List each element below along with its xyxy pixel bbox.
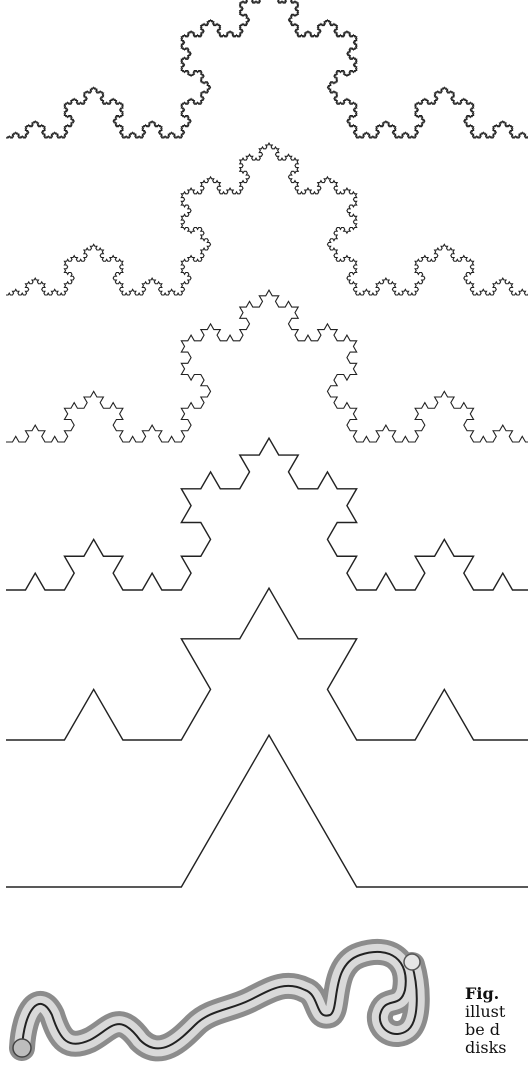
start-disk [13, 1039, 31, 1057]
caption-label: Fig. [465, 984, 499, 1003]
wiggly-curve-illustration [13, 952, 420, 1057]
koch-curve-level-3 [6, 290, 528, 442]
caption-line-3: disks [465, 1039, 528, 1057]
caption-line-0: Fig. [465, 985, 528, 1003]
caption-line-1: illust [465, 1003, 528, 1021]
blurred-disk-band [22, 952, 417, 1049]
koch-curve-level-2 [6, 438, 528, 590]
koch-curve-level-4 [6, 143, 528, 295]
figure-caption: Fig. illust be d disks [465, 985, 528, 1057]
koch-curve-level-0 [6, 735, 528, 887]
caption-line-2: be d [465, 1021, 528, 1039]
koch-curve-level-5 [6, 0, 528, 138]
end-disk [404, 954, 420, 970]
koch-curve-stack [6, 0, 528, 887]
koch-curve-level-1 [6, 588, 528, 740]
